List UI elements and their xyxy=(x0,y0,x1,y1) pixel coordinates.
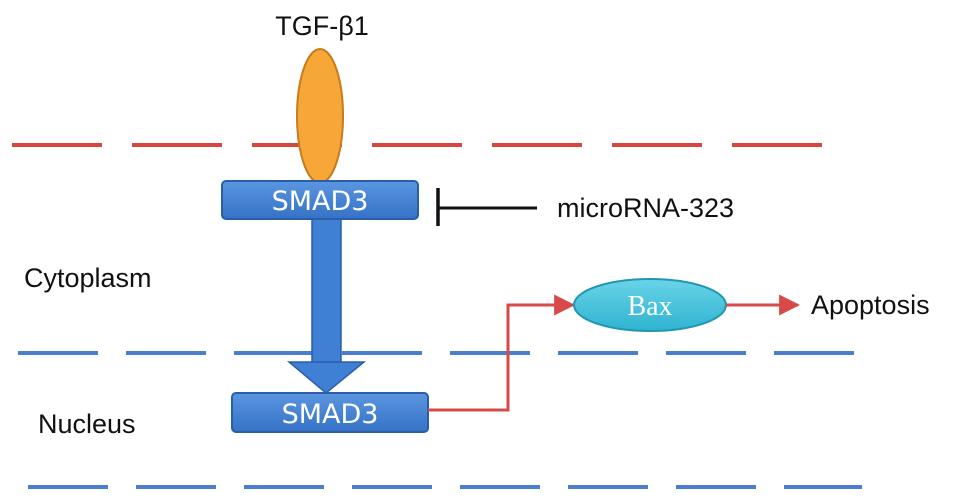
cytoplasm-label: Cytoplasm xyxy=(24,263,152,293)
translocation-arrow xyxy=(286,217,367,394)
nucleus-label: Nucleus xyxy=(38,409,136,439)
smad3-to-bax-arrow xyxy=(428,294,576,412)
tgf-beta1-label: TGF-β1 xyxy=(275,11,369,41)
bax-node: Bax xyxy=(573,278,727,332)
microrna-323-label: microRNA-323 xyxy=(557,193,734,223)
smad3-nucleus-box: SMAD3 xyxy=(231,392,429,433)
apoptosis-label: Apoptosis xyxy=(811,290,930,320)
smad3-cytoplasm-label: SMAD3 xyxy=(272,186,369,217)
inhibition-bar xyxy=(436,188,537,226)
tgf-beta1-ligand xyxy=(296,48,344,184)
smad3-cytoplasm-box: SMAD3 xyxy=(221,180,419,220)
bax-label: Bax xyxy=(627,291,672,322)
smad3-nucleus-label: SMAD3 xyxy=(282,399,379,430)
